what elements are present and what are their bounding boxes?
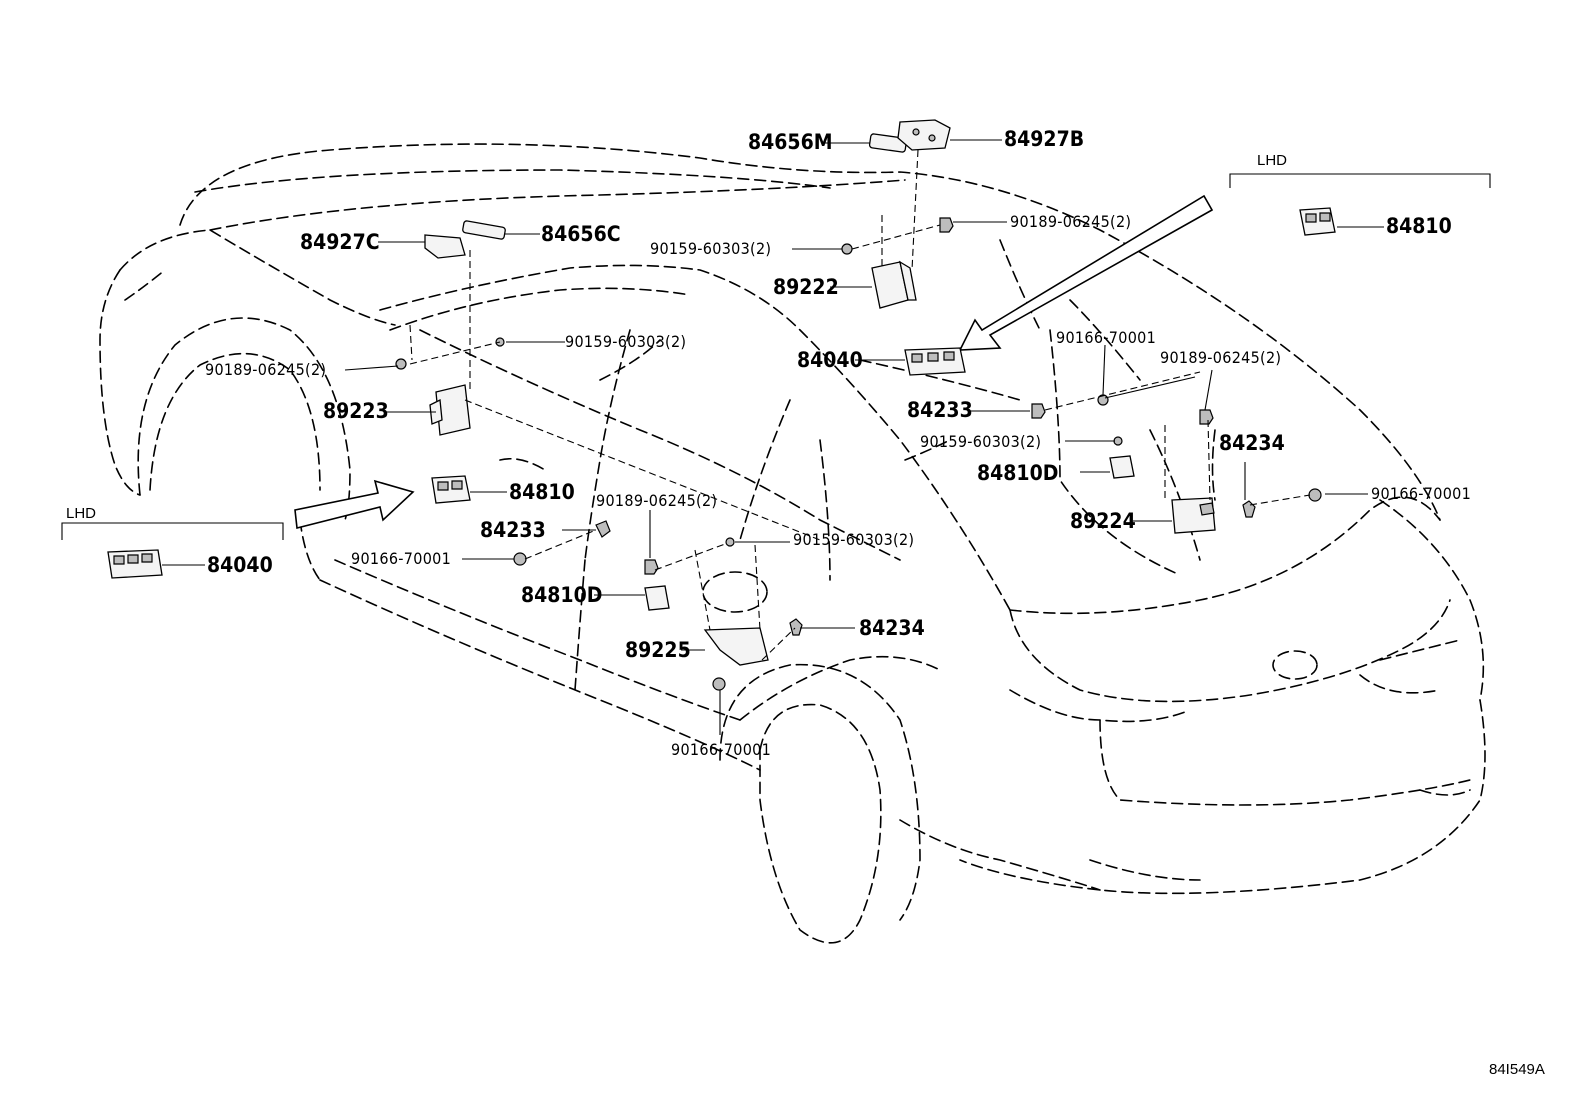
label-89222: 89222 xyxy=(773,275,839,299)
part-84927C-shape xyxy=(424,234,466,259)
label-90159-top: 90159-60303(2) xyxy=(650,239,772,258)
label-90166-right: 90166-70001 xyxy=(1371,484,1472,503)
label-90166-bottom: 90166-70001 xyxy=(671,740,772,759)
part-84040-center-shape xyxy=(904,347,966,376)
label-90166-right-top: 90166-70001 xyxy=(1056,328,1157,347)
pointer-arrow-left xyxy=(294,479,415,530)
leader-lines xyxy=(162,139,1384,735)
lhd-box-left xyxy=(61,522,284,540)
lhd-tag-right: LHD xyxy=(1257,152,1288,169)
label-90159-right: 90159-60303(2) xyxy=(920,432,1042,451)
part-84810-lhd-shape xyxy=(1299,207,1336,236)
pointer-arrow-right xyxy=(958,194,1214,351)
part-84040-lhd-shape xyxy=(107,549,163,579)
part-89224-shape xyxy=(1171,497,1216,534)
part-84810D-right-shape xyxy=(1109,455,1135,479)
label-84233-left: 84233 xyxy=(480,518,546,542)
label-84040-lhd: 84040 xyxy=(207,553,273,577)
label-84810D-left: 84810D xyxy=(521,583,603,607)
part-84927B-shape xyxy=(897,119,951,151)
label-84927B: 84927B xyxy=(1004,127,1085,151)
label-84234-right: 84234 xyxy=(1219,431,1285,455)
label-90189-right: 90189-06245(2) xyxy=(1160,348,1282,367)
diagram-code: 84I549A xyxy=(1489,1061,1545,1078)
part-89223-shape xyxy=(429,384,471,436)
part-84656C-shape xyxy=(462,220,506,240)
phantom-lines xyxy=(409,149,1311,661)
car-body-outline xyxy=(99,143,1486,944)
part-89222-shape xyxy=(871,260,917,309)
label-89223: 89223 xyxy=(323,399,389,423)
part-84810-left-shape xyxy=(431,475,471,504)
label-84234-left: 84234 xyxy=(859,616,925,640)
label-90159-mid: 90159-60303(2) xyxy=(793,530,915,549)
label-89224: 89224 xyxy=(1070,509,1136,533)
label-89225: 89225 xyxy=(625,638,691,662)
label-84810-lhd: 84810 xyxy=(1386,214,1452,238)
part-89225-shape xyxy=(703,627,769,666)
lhd-tag-left: LHD xyxy=(66,505,97,522)
label-84810D-right: 84810D xyxy=(977,461,1059,485)
label-90159-left: 90159-60303(2) xyxy=(565,332,687,351)
label-90166-left: 90166-70001 xyxy=(351,549,452,568)
label-84927C: 84927C xyxy=(300,230,380,254)
clip-shapes xyxy=(395,217,1322,691)
label-84656M: 84656M xyxy=(748,130,833,154)
lhd-box-right xyxy=(1229,173,1491,188)
label-84233-right: 84233 xyxy=(907,398,973,422)
label-84810-left: 84810 xyxy=(509,480,575,504)
label-84656C: 84656C xyxy=(541,222,621,246)
label-90189-top: 90189-06245(2) xyxy=(1010,212,1132,231)
label-90189-mid: 90189-06245(2) xyxy=(596,491,718,510)
part-84810D-left-shape xyxy=(644,585,670,611)
label-90189-left: 90189-06245(2) xyxy=(205,360,327,379)
label-84040-center: 84040 xyxy=(797,348,863,372)
